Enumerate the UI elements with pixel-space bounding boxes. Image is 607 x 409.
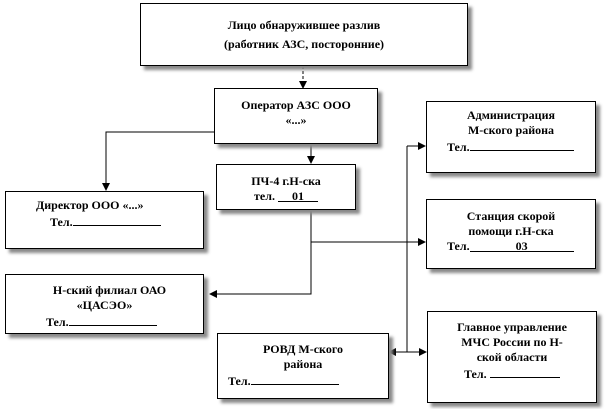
police-tel-label: Тел. (228, 374, 251, 388)
fire-tel: тел. 01 (217, 189, 355, 204)
emergency-tel: Тел. (428, 365, 596, 382)
ambulance-tel-value: 03 (469, 239, 574, 253)
box-fire: ПЧ-4 г.Н-ска тел. 01 (216, 164, 356, 210)
director-tel: Тел. (36, 213, 203, 230)
director-tel-value (72, 213, 161, 226)
police-line1: РОВД М-ского (263, 342, 343, 356)
fire-line1: ПЧ-4 г.Н-ска (251, 174, 321, 188)
detector-line1: Лицо обнаружившее разлив (227, 18, 381, 32)
detector-line2: (работник АЗС, посторонние) (223, 37, 385, 51)
box-admin: Администрация М-ского района Тел. (426, 101, 596, 173)
arrow-distribution-branch (209, 242, 312, 298)
admin-line1: Администрация (466, 108, 555, 122)
branch-tel: Тел. (6, 313, 203, 330)
fire-tel-value: 01 (277, 189, 318, 203)
police-tel-value (250, 372, 339, 385)
ambulance-line1: Станция скорой (466, 209, 556, 223)
branch-tel-label: Тел. (46, 315, 69, 329)
emergency-tel-label: Тел. (464, 367, 487, 381)
emergency-line1: Главное управление (457, 320, 567, 334)
operator-line1: Оператор АЗС ООО (241, 98, 351, 112)
admin-tel-value (469, 138, 574, 151)
ambulance-tel-label: Тел. (447, 239, 470, 253)
branch-line2: «ЦАСЭО» (76, 298, 133, 312)
box-detector: Лицо обнаружившее разлив (работник АЗС, … (140, 3, 468, 66)
director-line1: Директор ООО «...» (36, 198, 144, 212)
police-tel: Тел. (218, 372, 388, 389)
arrow-operator-director (102, 131, 214, 191)
box-operator: Оператор АЗС ООО «...» (214, 88, 378, 144)
emergency-tel-value (489, 365, 560, 378)
branch-tel-value (68, 313, 157, 326)
admin-tel: Тел. (427, 138, 595, 155)
emergency-line3: ской области (476, 350, 548, 364)
box-ambulance: Станция скорой помощи г.Н-ска Тел.03 (426, 199, 596, 269)
box-emergency: Главное управление МЧС России по Н- ской… (427, 311, 597, 403)
box-branch: Н-ский филиал ОАО «ЦАСЭО» Тел. (5, 274, 204, 334)
ambulance-line2: помощи г.Н-ска (468, 224, 554, 238)
box-police: РОВД М-ского района Тел. (217, 333, 389, 399)
admin-line2: М-ского района (467, 123, 555, 137)
police-line2: района (283, 357, 323, 371)
director-tel-label: Тел. (50, 215, 73, 229)
fire-tel-label: тел. (254, 189, 275, 203)
admin-tel-label: Тел. (447, 140, 470, 154)
ambulance-tel: Тел.03 (427, 239, 595, 254)
emergency-line2: МЧС России по Н- (461, 335, 563, 349)
branch-line1: Н-ский филиал ОАО (52, 283, 167, 297)
box-director: Директор ООО «...» Тел. (5, 191, 204, 249)
operator-line2: «...» (285, 113, 307, 127)
